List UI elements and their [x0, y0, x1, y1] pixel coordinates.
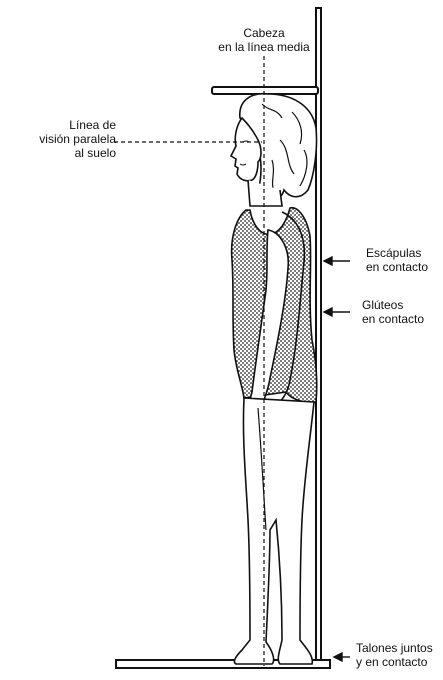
- heels-label: Talones juntos y en contacto: [356, 641, 443, 669]
- measuring-wall: [316, 8, 321, 666]
- scapulae-label: Escápulas en contacto: [366, 246, 442, 274]
- legs: [234, 398, 314, 664]
- pointer-arrows: [324, 257, 350, 661]
- sight-line-label: Línea de visión paralela al suelo: [4, 118, 116, 160]
- standing-figure: [231, 94, 317, 664]
- arrow-scapulae-icon: [324, 257, 332, 265]
- head-midline-label: Cabeza en la línea media: [206, 26, 322, 54]
- arrow-heels-icon: [334, 653, 342, 661]
- arrow-gluteos-icon: [324, 308, 332, 316]
- gluteos-label: Glúteos en contacto: [362, 298, 442, 326]
